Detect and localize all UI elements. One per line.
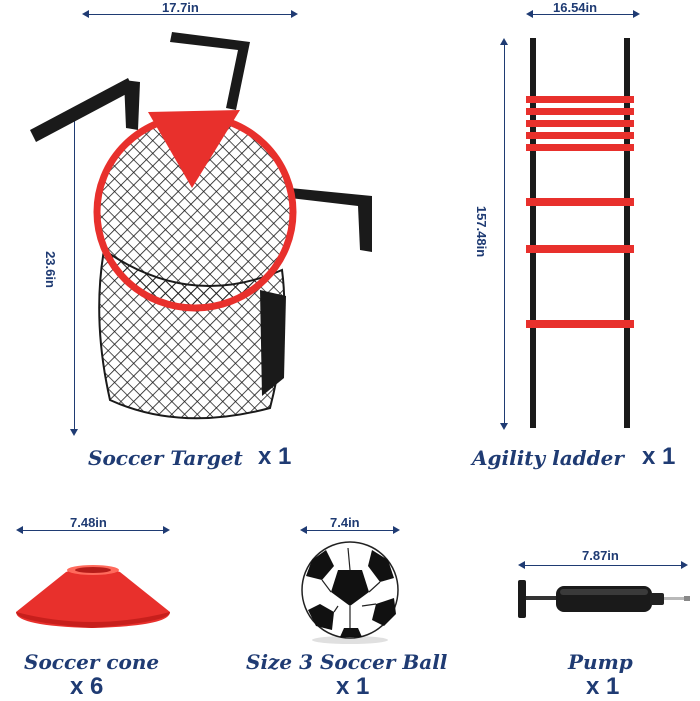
ball-name: Size 3 Soccer Ball: [246, 650, 448, 674]
cone-width-arrow: [16, 526, 170, 534]
cone-name: Soccer cone: [24, 650, 160, 674]
ladder-length-arrow: [500, 38, 508, 430]
ball-width-arrow: [300, 526, 400, 534]
pump-name: Pump: [568, 650, 633, 674]
ball-width-label: 7.4in: [330, 515, 360, 530]
pump-width-label: 7.87in: [582, 548, 619, 563]
target-width-arrow: [82, 10, 298, 18]
ladder-name: Agility ladder: [472, 446, 624, 470]
ball-qty: x 1: [336, 673, 370, 700]
target-qty: x 1: [258, 443, 292, 470]
ladder-qty: x 1: [642, 443, 676, 470]
ladder-width-arrow: [526, 10, 640, 18]
target-name: Soccer Target: [88, 446, 243, 470]
pump-width-arrow: [518, 561, 688, 569]
ladder-width-label: 16.54in: [553, 0, 598, 15]
cone-width-label: 7.48in: [70, 515, 107, 530]
pump-qty: x 1: [586, 673, 620, 700]
cone-qty: x 6: [70, 673, 104, 700]
target-width-label: 17.7in: [162, 0, 199, 15]
